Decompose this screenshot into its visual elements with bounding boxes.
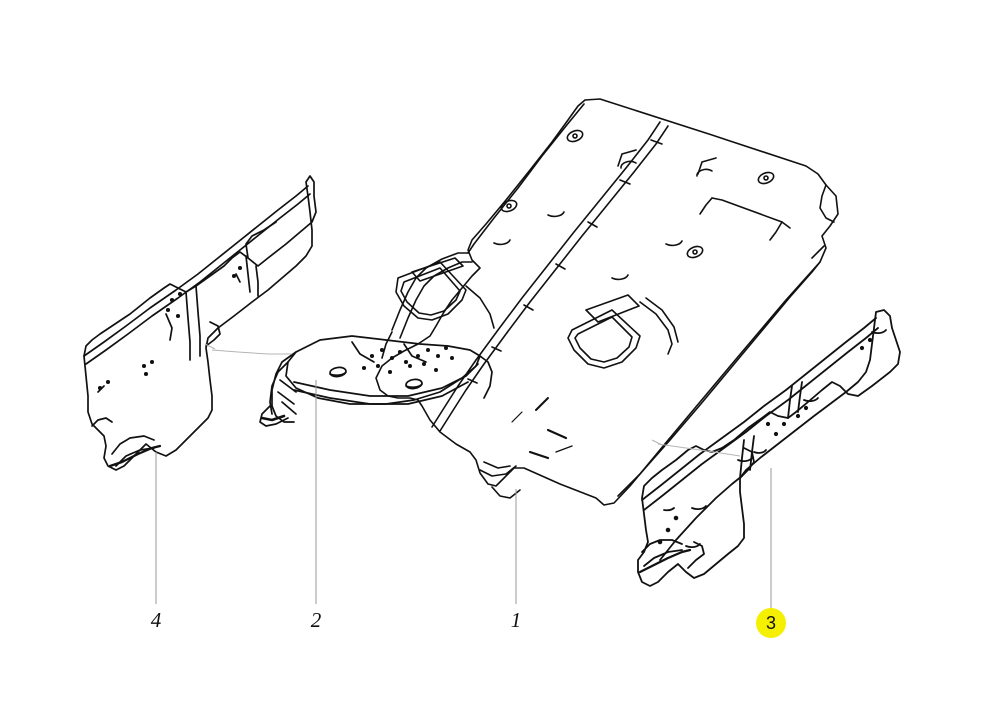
part-2-cowl-toe-board[interactable] — [259, 335, 493, 427]
callout-label-2[interactable]: 2 — [310, 608, 322, 632]
part-1-main-floor-panel[interactable] — [375, 98, 839, 506]
part-4-left-side-panel[interactable] — [83, 175, 317, 471]
assembly-alignment-lines — [204, 343, 741, 457]
callout-label-4[interactable]: 4 — [150, 608, 162, 632]
callout-leader-lines — [155, 380, 772, 610]
part-3-right-side-panel[interactable] — [637, 309, 901, 587]
callout-label-3-highlighted[interactable]: 3 — [756, 608, 786, 638]
callout-label-1[interactable]: 1 — [510, 608, 522, 632]
